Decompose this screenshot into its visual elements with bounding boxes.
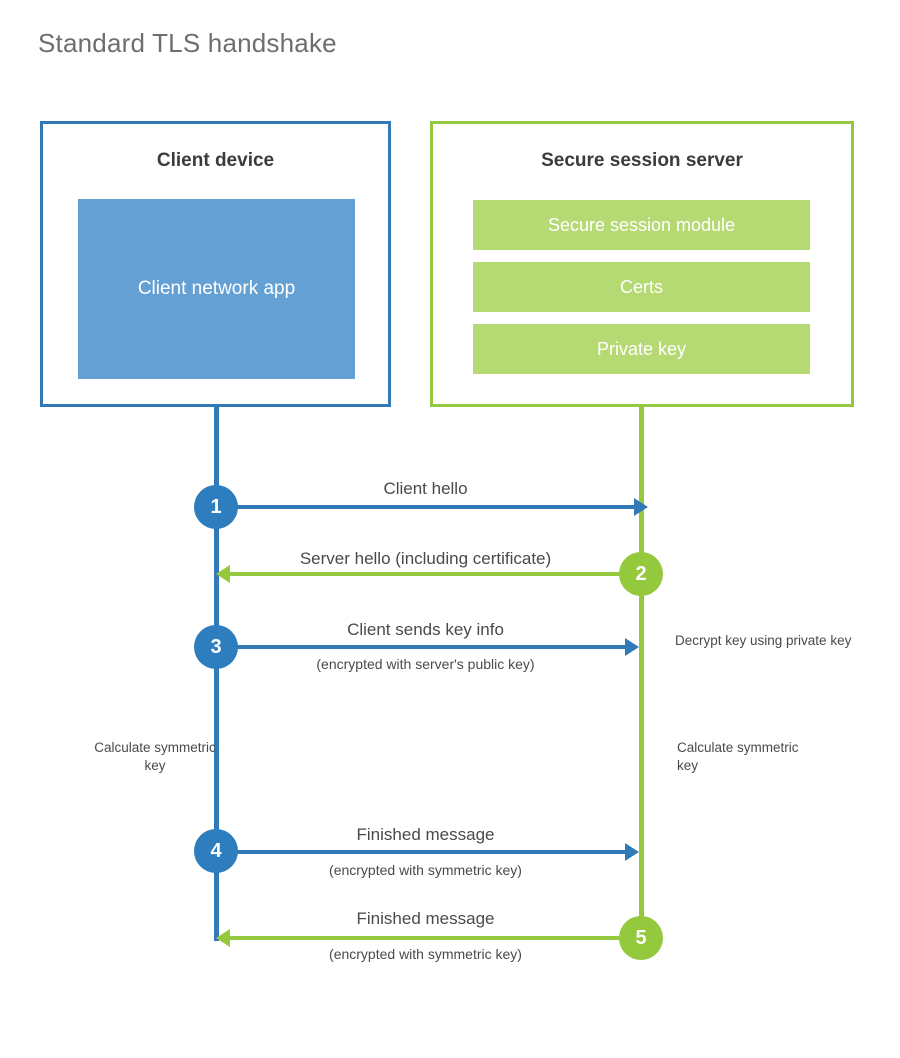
step-badge-4: 4 xyxy=(194,829,238,873)
message-sublabel-finished-client: (encrypted with symmetric key) xyxy=(329,862,522,878)
arrow-head-right-icon xyxy=(625,843,639,861)
arrow-head-left-icon xyxy=(216,929,230,947)
message-label-finished-client: Finished message xyxy=(356,825,495,844)
server-module-secure-session-module: Secure session module xyxy=(473,200,810,250)
step-badge-2: 2 xyxy=(619,552,663,596)
client-device-title: Client device xyxy=(156,150,275,171)
message-sublabel-client-key-info: (encrypted with server's public key) xyxy=(316,656,535,672)
message-arrow-finished-client xyxy=(216,843,639,861)
page-title: Standard TLS handshake xyxy=(38,28,337,58)
secure-session-server-box: Secure session server Secure session mod… xyxy=(430,121,854,407)
message-label-finished-server: Finished message xyxy=(356,909,495,928)
step-badge-1: 1 xyxy=(194,485,238,529)
step-badge-5: 5 xyxy=(619,916,663,960)
server-module-certs: Certs xyxy=(473,262,810,312)
server-lifeline xyxy=(639,404,644,941)
secure-session-server-title: Secure session server xyxy=(541,150,743,171)
note-calculate-symmetric-key-server: Calculate symmetric key xyxy=(677,740,799,774)
step-badge-3: 3 xyxy=(194,625,238,669)
arrow-head-right-icon xyxy=(634,498,648,516)
message-arrow-client-key-info xyxy=(216,638,639,656)
server-module-private-key: Private key xyxy=(473,324,810,374)
note-decrypt-key: Decrypt key using private key xyxy=(675,633,852,648)
message-label-server-hello: Server hello (including certificate) xyxy=(299,549,552,568)
message-label-client-key-info: Client sends key info xyxy=(347,620,504,639)
client-lifeline xyxy=(214,404,219,941)
message-arrow-finished-server xyxy=(216,929,639,947)
client-network-app-block: Client network app xyxy=(78,199,355,379)
note-calculate-symmetric-key-client: Calculate symmetric key xyxy=(94,740,216,774)
message-sublabel-finished-server: (encrypted with symmetric key) xyxy=(329,946,522,962)
arrow-head-left-icon xyxy=(216,565,230,583)
message-arrow-server-hello xyxy=(216,565,639,583)
arrow-head-right-icon xyxy=(625,638,639,656)
client-device-box: Client device Client network app xyxy=(40,121,391,407)
message-arrow-client-hello xyxy=(216,498,648,516)
message-label-client-hello: Client hello xyxy=(383,479,468,498)
